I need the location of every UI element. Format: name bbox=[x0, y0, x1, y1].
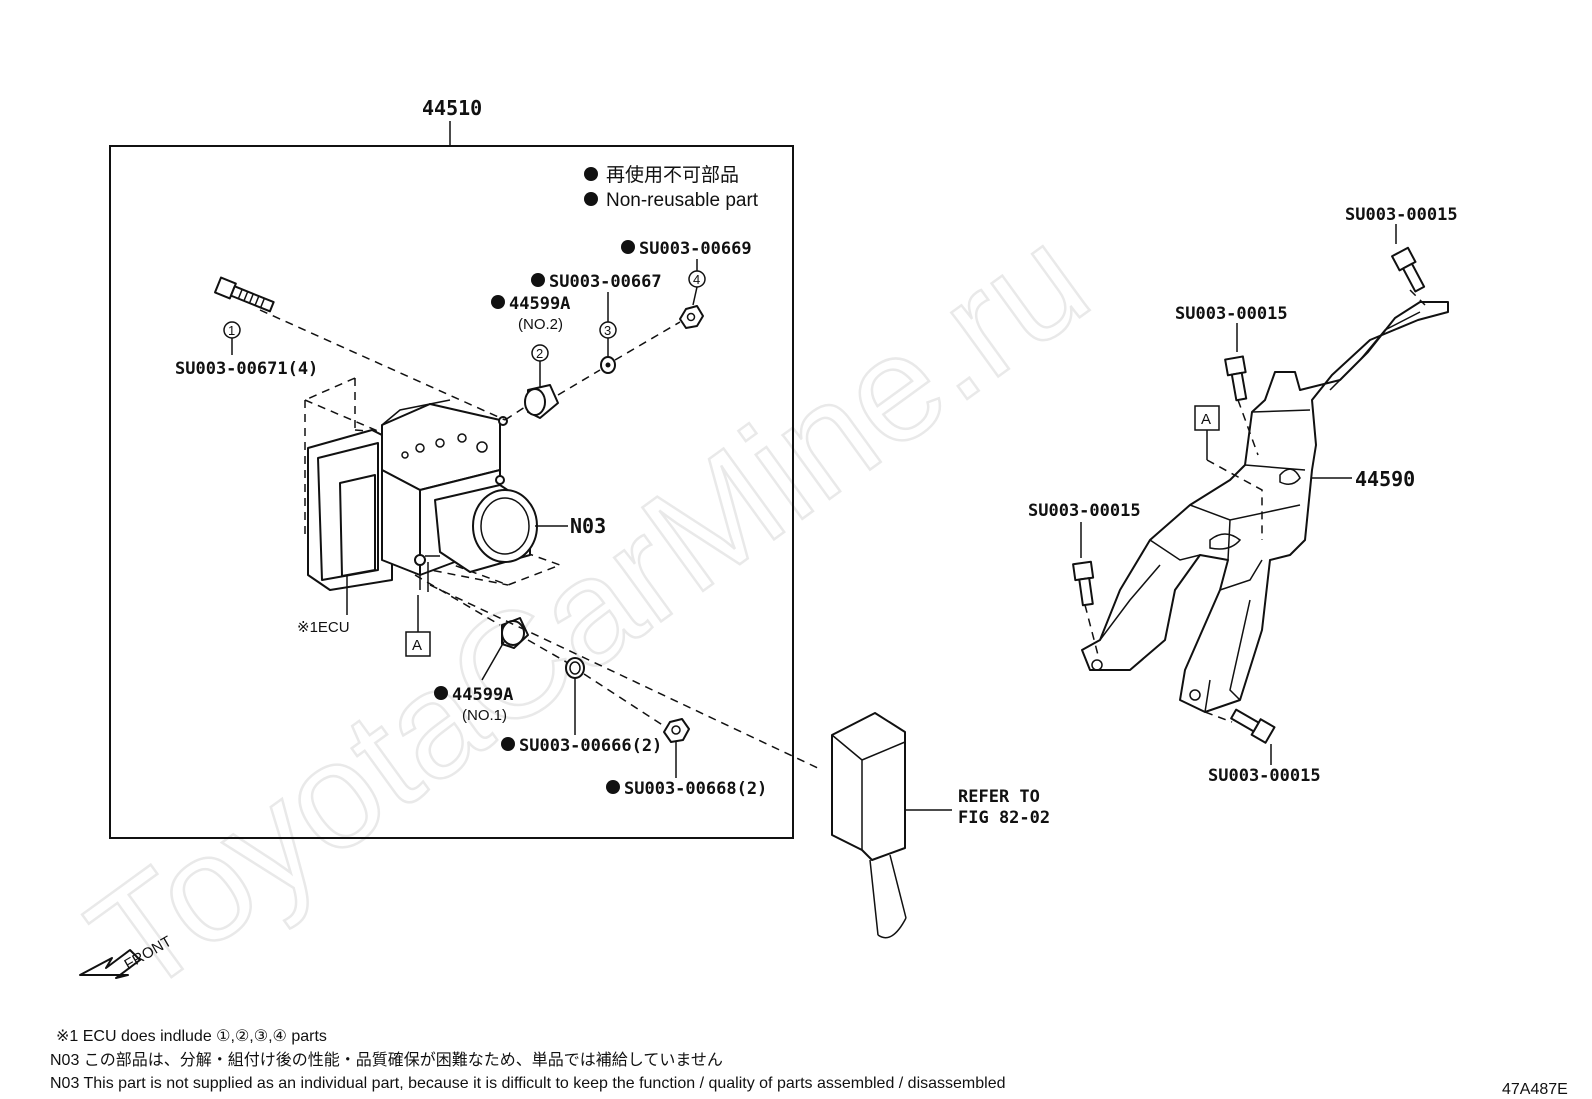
circle-1-label: 1 bbox=[228, 323, 235, 338]
cushion-no1-sub: (NO.1) bbox=[462, 707, 507, 724]
non-reusable-dot-icon bbox=[434, 686, 448, 700]
abs-actuator bbox=[304, 377, 563, 592]
bolt-left-icon bbox=[1072, 560, 1095, 607]
non-reusable-dot-icon bbox=[584, 167, 598, 181]
non-reusable-dot-icon bbox=[501, 737, 515, 751]
note-n03-jp: N03 この部品は、分解・組付け後の性能・品質確保が困難なため、単品では補給して… bbox=[50, 1051, 723, 1069]
washer-3-label: SU003-00667 bbox=[549, 272, 662, 292]
bolt-bottom-icon bbox=[1230, 708, 1276, 744]
assembly-box bbox=[109, 145, 794, 839]
figure-code: 47A487E bbox=[1502, 1081, 1568, 1098]
non-reusable-dot-icon bbox=[606, 780, 620, 794]
legend-en: Non-reusable part bbox=[606, 190, 759, 211]
ref-box-a-bracket bbox=[1194, 405, 1220, 431]
bracket-label: 44590 bbox=[1355, 467, 1415, 491]
cushion-no2-sub: (NO.2) bbox=[518, 316, 563, 333]
nut-4-label: SU003-00669 bbox=[639, 239, 752, 259]
cushion-no2-part: 44599A bbox=[509, 294, 570, 314]
cushion-no1-icon bbox=[501, 617, 529, 649]
non-reusable-dot-icon bbox=[491, 295, 505, 309]
ref-box-a-bracket-label: A bbox=[1201, 411, 1211, 428]
circle-4-label: 4 bbox=[693, 272, 700, 287]
bracket-bolt-top-label: SU003-00015 bbox=[1345, 205, 1458, 225]
assembly-label: 44510 bbox=[422, 96, 482, 120]
non-reusable-dot-icon bbox=[531, 273, 545, 287]
nut-4-icon bbox=[679, 305, 704, 329]
note-n03-en: N03 This part is not supplied as an indi… bbox=[50, 1075, 1006, 1092]
bracket-44590 bbox=[1081, 301, 1449, 713]
ecu-label: ※1ECU bbox=[297, 619, 350, 636]
washer-2-label: SU003-00666(2) bbox=[519, 736, 662, 756]
bolt-upper-icon bbox=[1224, 355, 1248, 402]
refer-to-label: REFER TO bbox=[958, 787, 1040, 807]
cushion-no2-icon bbox=[524, 384, 559, 419]
nut-2-icon bbox=[663, 718, 690, 743]
bolt-1-icon bbox=[214, 276, 275, 313]
front-arrow-icon bbox=[79, 949, 141, 979]
cushion-no1-part: 44599A bbox=[452, 685, 513, 705]
bracket-bolt-upper-label: SU003-00015 bbox=[1175, 304, 1288, 324]
ref-box-a-label: A bbox=[412, 637, 422, 654]
non-reusable-dot-icon bbox=[621, 240, 635, 254]
bracket-bolt-bottom-label: SU003-00015 bbox=[1208, 766, 1321, 786]
circle-3-label: 3 bbox=[604, 323, 611, 338]
washer-2-icon bbox=[565, 657, 585, 679]
refer-fig-label: FIG 82-02 bbox=[958, 808, 1050, 828]
bracket-bolt-left-label: SU003-00015 bbox=[1028, 501, 1141, 521]
harness-connector bbox=[831, 712, 907, 939]
note-ecu: ※1 ECU does indlude ①,②,③,④ parts bbox=[56, 1028, 327, 1045]
legend-jp: 再使用不可部品 bbox=[606, 164, 739, 186]
circle-2-label: 2 bbox=[536, 346, 543, 361]
nut-2-label: SU003-00668(2) bbox=[624, 779, 767, 799]
watermark: ToyotaCarMine.ru bbox=[60, 194, 1116, 1026]
bolt-4-label: SU003-00671(4) bbox=[175, 359, 318, 379]
ref-box-a bbox=[405, 631, 431, 657]
bolt-top-icon bbox=[1391, 246, 1426, 293]
non-reusable-dot-icon bbox=[584, 192, 598, 206]
n03-label: N03 bbox=[570, 514, 606, 538]
